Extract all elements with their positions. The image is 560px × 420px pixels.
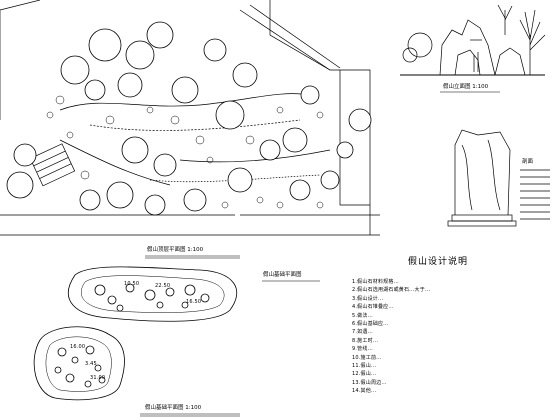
plan-level-mark: 16.50	[186, 299, 202, 305]
base-level-mark: 3.45	[85, 361, 97, 367]
note-line: 4.假山石堆叠应...	[352, 304, 394, 311]
base-level-mark: 31.00	[90, 375, 106, 381]
notes-list: 1.假山石材料规格... 2.假山石选用湖石或黄石...大于... 3.假山设计…	[352, 280, 552, 397]
note-line: 11.假山...	[352, 362, 377, 369]
note-line: 6.假山基础应...	[352, 320, 389, 327]
plan-caption: 假山顶层平面图 1:100	[147, 247, 204, 253]
note-line: 13.假山周边...	[352, 379, 387, 386]
note-line: 10.施工前...	[352, 354, 382, 361]
elevation-caption: 假山立面图 1:100	[443, 84, 489, 90]
rockery-section	[447, 129, 550, 227]
rockery-base-plan	[33, 326, 125, 401]
note-line: 14.其他...	[352, 388, 377, 395]
note-line: 1.假山石材料规格...	[352, 279, 399, 285]
plan-level-mark: 22.50	[155, 283, 171, 289]
note-line: 8.施工时...	[352, 337, 379, 344]
plan-level-mark: 10.50	[124, 281, 140, 287]
note-line: 12.假山...	[352, 371, 377, 378]
note-line: 3.假山设计...	[352, 295, 384, 302]
note-line: 2.假山石选用湖石或黄石...大于...	[352, 287, 431, 294]
foundation-caption: 假山基础平面图	[263, 272, 302, 278]
note-line: 9.管线...	[352, 346, 373, 353]
tree-symbols	[6, 21, 372, 216]
rockery-top-plan	[68, 266, 238, 322]
site-plan	[0, 0, 380, 236]
base-plan-caption: 假山基础平面图 1:100	[145, 405, 202, 411]
base-level-mark: 16.00	[70, 344, 86, 350]
shrub-symbols	[46, 95, 324, 209]
caption-underlines	[140, 255, 320, 417]
note-line: 5.做法...	[352, 312, 373, 319]
rockery-elevation	[400, 4, 546, 76]
section-caption: 剖面	[522, 159, 534, 165]
notes-title: 假山设计说明	[408, 257, 469, 267]
note-line: 7.如遇...	[352, 329, 373, 336]
